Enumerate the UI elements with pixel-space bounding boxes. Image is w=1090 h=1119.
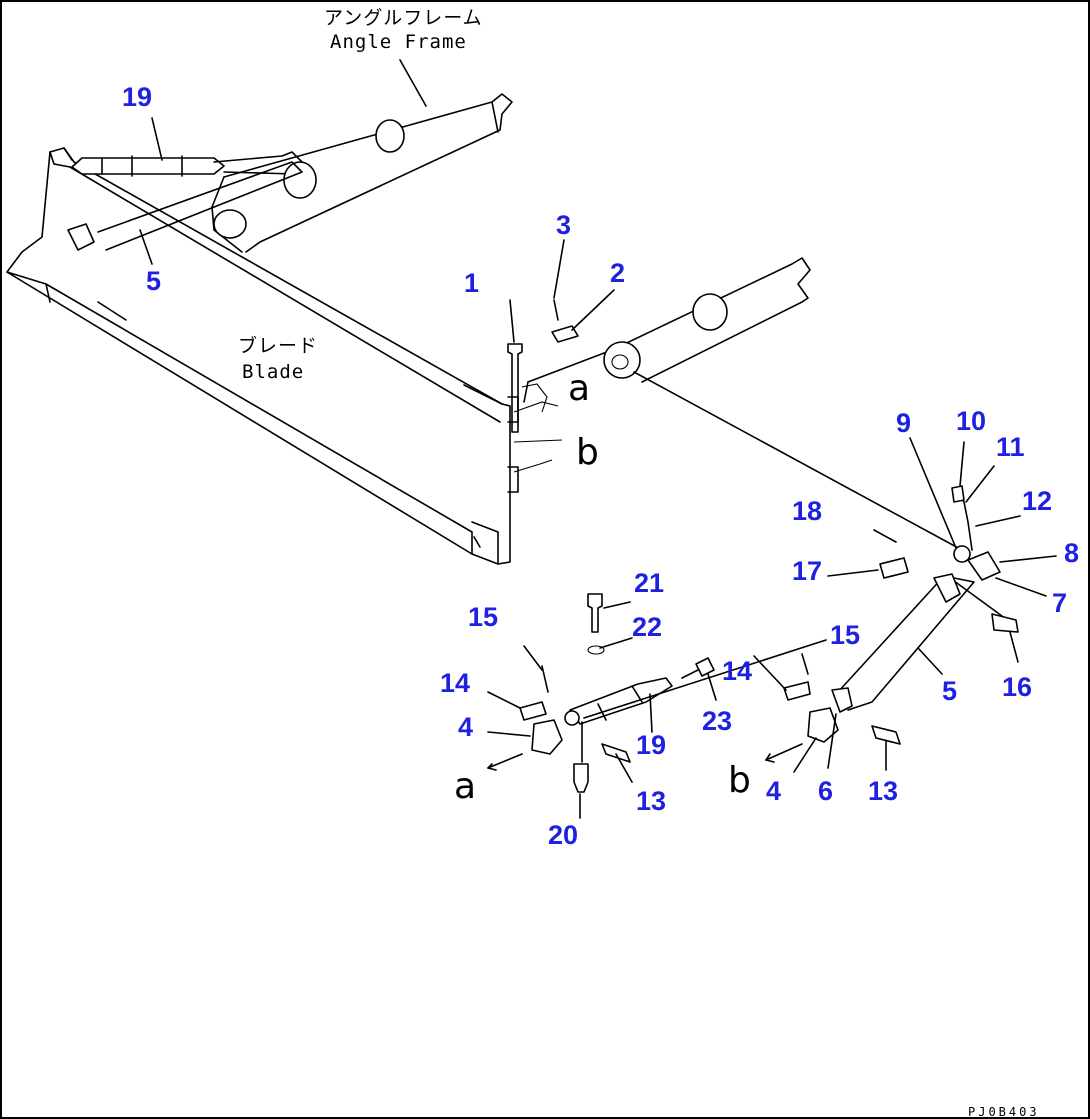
- part-number: 15: [830, 620, 860, 650]
- blade-outline: [6, 147, 511, 565]
- part-number: 17: [792, 556, 822, 586]
- part-number: 19: [636, 730, 666, 760]
- blade-jp-label: ブレード: [238, 334, 318, 357]
- pin-assembly: [507, 299, 579, 493]
- bolt-21: [587, 593, 603, 633]
- part-number: 10: [956, 406, 986, 436]
- angle-frame-upper: [211, 93, 513, 253]
- part-number: 8: [1064, 538, 1079, 568]
- view-a-marker-bottom: a: [454, 766, 476, 807]
- part-number: 15: [468, 602, 498, 632]
- part-number: 1: [464, 268, 479, 298]
- washer-22: [587, 645, 605, 655]
- cylinder-end-upper: [283, 161, 317, 199]
- part-number: 16: [1002, 672, 1032, 702]
- pin-17: [879, 557, 909, 579]
- part-number: 9: [896, 408, 911, 438]
- angle-frame-en-label: Angle Frame: [330, 31, 467, 53]
- bolt-13-right: [871, 725, 901, 745]
- part-number: 21: [634, 568, 664, 598]
- view-b-marker-bottom: b: [728, 760, 751, 801]
- cylinder-19-upper: [71, 151, 317, 199]
- bracket-4-right: [807, 707, 839, 743]
- part-number: 14: [440, 668, 470, 698]
- pin-1: [507, 343, 523, 433]
- part-number: 12: [1022, 486, 1052, 516]
- part-number: 20: [548, 820, 578, 850]
- leader-lines: [139, 59, 1057, 819]
- bushing-upper-2: [213, 209, 247, 239]
- part-number: 19: [122, 82, 152, 112]
- brace-5-lower: [765, 485, 1019, 763]
- part-number: 2: [610, 258, 625, 288]
- part-number: 11: [996, 432, 1025, 462]
- bushing-upper: [375, 119, 405, 153]
- blade-en-label: Blade: [242, 361, 304, 383]
- part-number: 3: [556, 210, 571, 240]
- brace-5-upper: [67, 161, 303, 251]
- part-number: 18: [792, 496, 822, 526]
- pin-14-left: [519, 701, 547, 721]
- part-number: 22: [632, 612, 662, 642]
- view-b-marker-top: b: [576, 432, 599, 473]
- part-number: 14: [722, 656, 752, 686]
- part-number-group: 19 5 1 3 2 9 10 11 12 18 8 17 7 21 22 15…: [122, 82, 1079, 850]
- pin-6: [831, 687, 853, 713]
- bolt-13-left: [601, 743, 631, 763]
- joint-23: [695, 657, 715, 677]
- part-number: 13: [636, 786, 666, 816]
- part-10: [951, 485, 965, 503]
- drawing-code: PJ0B403: [968, 1105, 1040, 1119]
- part-number: 5: [146, 266, 161, 296]
- part-number: 5: [942, 676, 957, 706]
- cylinder-19-lower: [564, 593, 715, 793]
- part-number: 4: [458, 712, 473, 742]
- fitting-20: [573, 763, 589, 793]
- angle-frame-jp-label: アングルフレーム: [324, 7, 483, 29]
- part-9: [953, 545, 971, 563]
- lower-left-parts: [487, 665, 631, 771]
- angle-frame-right: [523, 257, 963, 551]
- bushing-right-2: [603, 341, 641, 379]
- view-a-marker-top: a: [568, 368, 590, 409]
- bolt-16: [991, 613, 1019, 633]
- part-number: 13: [868, 776, 898, 806]
- collar-8: [967, 551, 1001, 581]
- pin-14-right: [783, 681, 811, 701]
- part-number: 23: [702, 706, 732, 736]
- part-number: 4: [766, 776, 781, 806]
- bracket-4-left: [531, 719, 563, 755]
- part-number: 7: [1052, 588, 1067, 618]
- bushing-right: [692, 293, 728, 331]
- part-number: 6: [818, 776, 833, 806]
